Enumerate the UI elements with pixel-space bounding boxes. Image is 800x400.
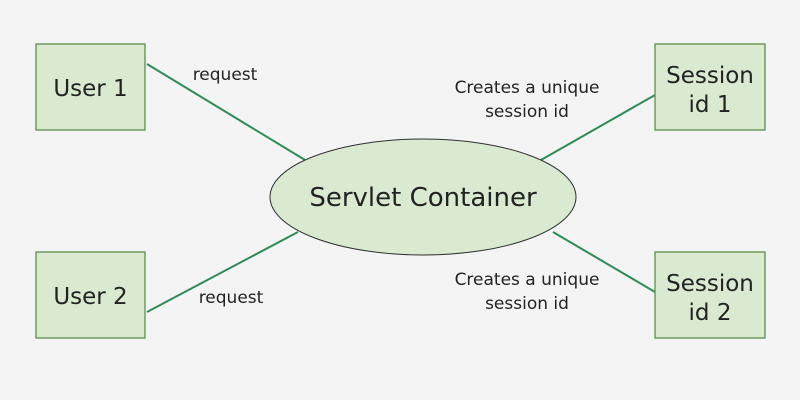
edge-label-session2-line2: session id [485, 294, 569, 314]
session-2-label-line1: Session [666, 271, 754, 297]
edge-user2-to-container [146, 231, 299, 313]
edge-label-session1-line1: Creates a unique [455, 78, 600, 98]
session-2-node: Session id 2 [654, 251, 766, 339]
session-1-label-line2: id 1 [689, 92, 732, 118]
session-1-node: Session id 1 [654, 43, 766, 131]
user-2-label: User 2 [53, 284, 127, 310]
user-1-node: User 1 [35, 43, 146, 131]
edge-container-to-session2 [552, 231, 656, 293]
edge-label-session2-line1: Creates a unique [455, 270, 600, 290]
servlet-container-label: Servlet Container [309, 183, 537, 213]
edge-user1-to-container [146, 63, 306, 161]
edge-label-user1-request: request [193, 65, 258, 85]
session-2-label-line2: id 2 [689, 300, 732, 326]
session-1-label-line1: Session [666, 63, 754, 89]
edge-label-user2-request: request [199, 288, 264, 308]
user-2-node: User 2 [35, 251, 146, 339]
edge-container-to-session1 [540, 94, 656, 161]
edge-label-session1-line2: session id [485, 102, 569, 122]
servlet-container-node: Servlet Container [269, 138, 577, 256]
user-1-label: User 1 [53, 76, 127, 102]
